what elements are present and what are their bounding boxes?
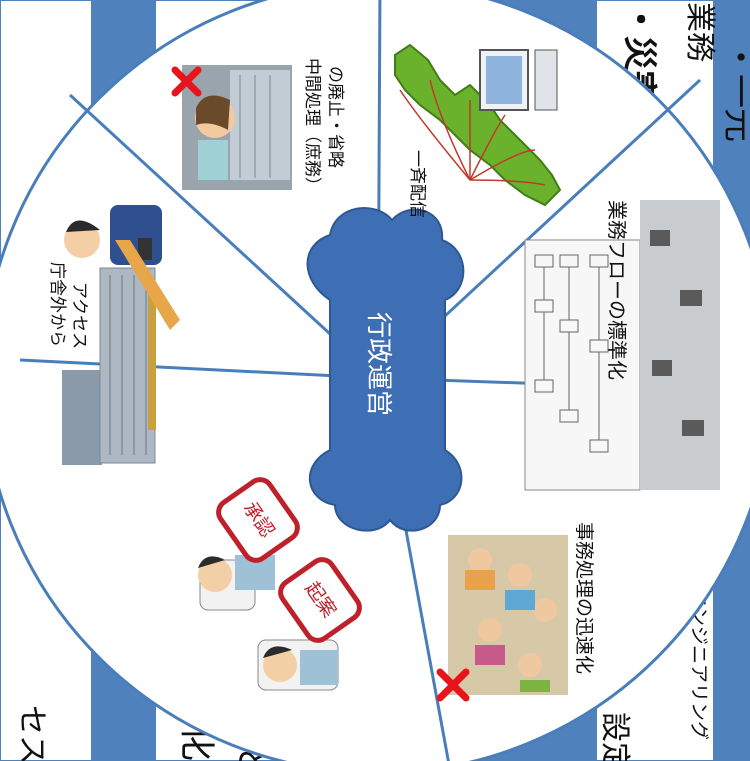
sector-access: 庁舎外から アクセス [47, 205, 180, 465]
spoke-line-1 [68, 93, 380, 380]
hub-cloud-shape [306, 207, 465, 532]
intermediate-label-1: 中間処理（庶務） [302, 58, 322, 194]
businessman-image [64, 205, 180, 330]
bg-text-bottom-mid-small: エンジニアリング [688, 588, 710, 740]
speedup-label: 事務処理の迅速化 [573, 522, 595, 674]
bg-text-top-right-2: 業務 [682, 2, 717, 62]
office-photo [640, 200, 720, 490]
hub-label: 行政運営 [363, 312, 393, 416]
access-label-2: アクセス [69, 282, 89, 349]
stamp-approve: 承認 [216, 477, 300, 563]
bg-text-top-left: セス [14, 705, 49, 761]
bg-text-bottom-mid: 設定 [597, 712, 632, 761]
sector-broadcast: 一斉配信 [394, 43, 562, 218]
broadcast-arcs [399, 79, 546, 186]
workers-image [198, 555, 339, 691]
workflow-label: 業務フローの標準化 [605, 200, 629, 380]
japan-map-image [394, 43, 562, 207]
computer-image [479, 49, 558, 111]
spoke-line-6 [19, 358, 379, 380]
sector-workflow: 業務フローの標準化 [524, 200, 720, 491]
x-mark-intermediate [171, 66, 202, 97]
sector-approval: 承認 起案 [198, 477, 362, 691]
intermediate-label-2: の廃止・省略 [325, 66, 345, 168]
stamp-draft: 起案 [278, 557, 362, 643]
office-building-image [62, 267, 156, 465]
access-label-1: 庁舎外から [47, 262, 67, 347]
x-mark-speedup [436, 668, 470, 702]
sector-speedup: 事務処理の迅速化 [436, 522, 595, 702]
sector-intermediate: 中間処理（庶務） の廃止・省略 [171, 58, 345, 194]
broadcast-label: 一斉配信 [407, 150, 427, 218]
hub-cloud: 行政運営 [306, 207, 465, 532]
bg-text-right-bottom: ・一元 [719, 40, 750, 142]
